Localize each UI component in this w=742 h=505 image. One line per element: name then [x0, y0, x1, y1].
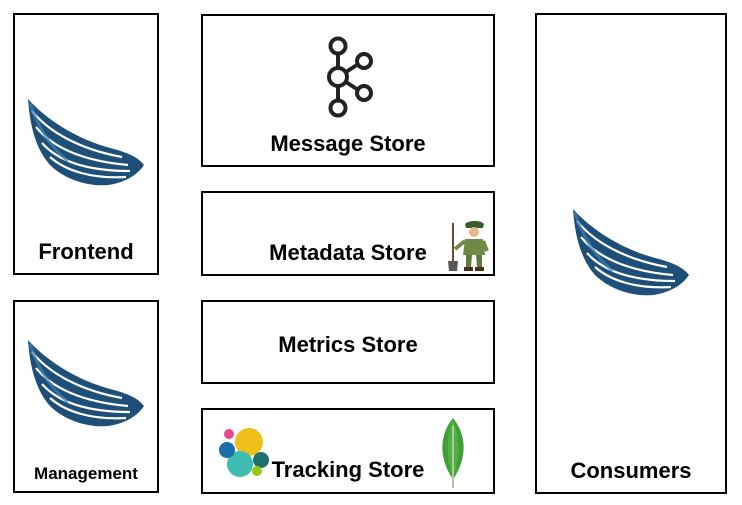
kafka-logo-icon — [327, 36, 373, 118]
wing-logo-icon — [571, 207, 691, 307]
metrics-store-label: Metrics Store — [278, 332, 418, 357]
tracking-store-box: Tracking Store — [201, 408, 495, 494]
metadata-store-label: Metadata Store — [269, 240, 427, 265]
consumers-label: Consumers — [570, 458, 692, 483]
metrics-store-box: Metrics Store — [201, 300, 495, 384]
consumers-box: Consumers — [535, 13, 727, 494]
wing-logo-icon — [26, 338, 146, 438]
tracking-store-label: Tracking Store — [271, 457, 425, 482]
management-box: Management — [13, 300, 159, 493]
elastic-logo-icon — [219, 428, 269, 477]
frontend-label: Frontend — [38, 239, 134, 264]
metadata-store-box: Metadata Store — [201, 191, 495, 276]
message-store-box: Message Store — [201, 14, 495, 167]
message-store-label: Message Store — [270, 131, 426, 156]
zookeeper-keeper-icon — [448, 221, 489, 271]
mongodb-leaf-icon — [442, 418, 464, 488]
wing-logo-icon — [26, 97, 146, 197]
management-label: Management — [34, 464, 138, 483]
frontend-box: Frontend — [13, 13, 159, 275]
